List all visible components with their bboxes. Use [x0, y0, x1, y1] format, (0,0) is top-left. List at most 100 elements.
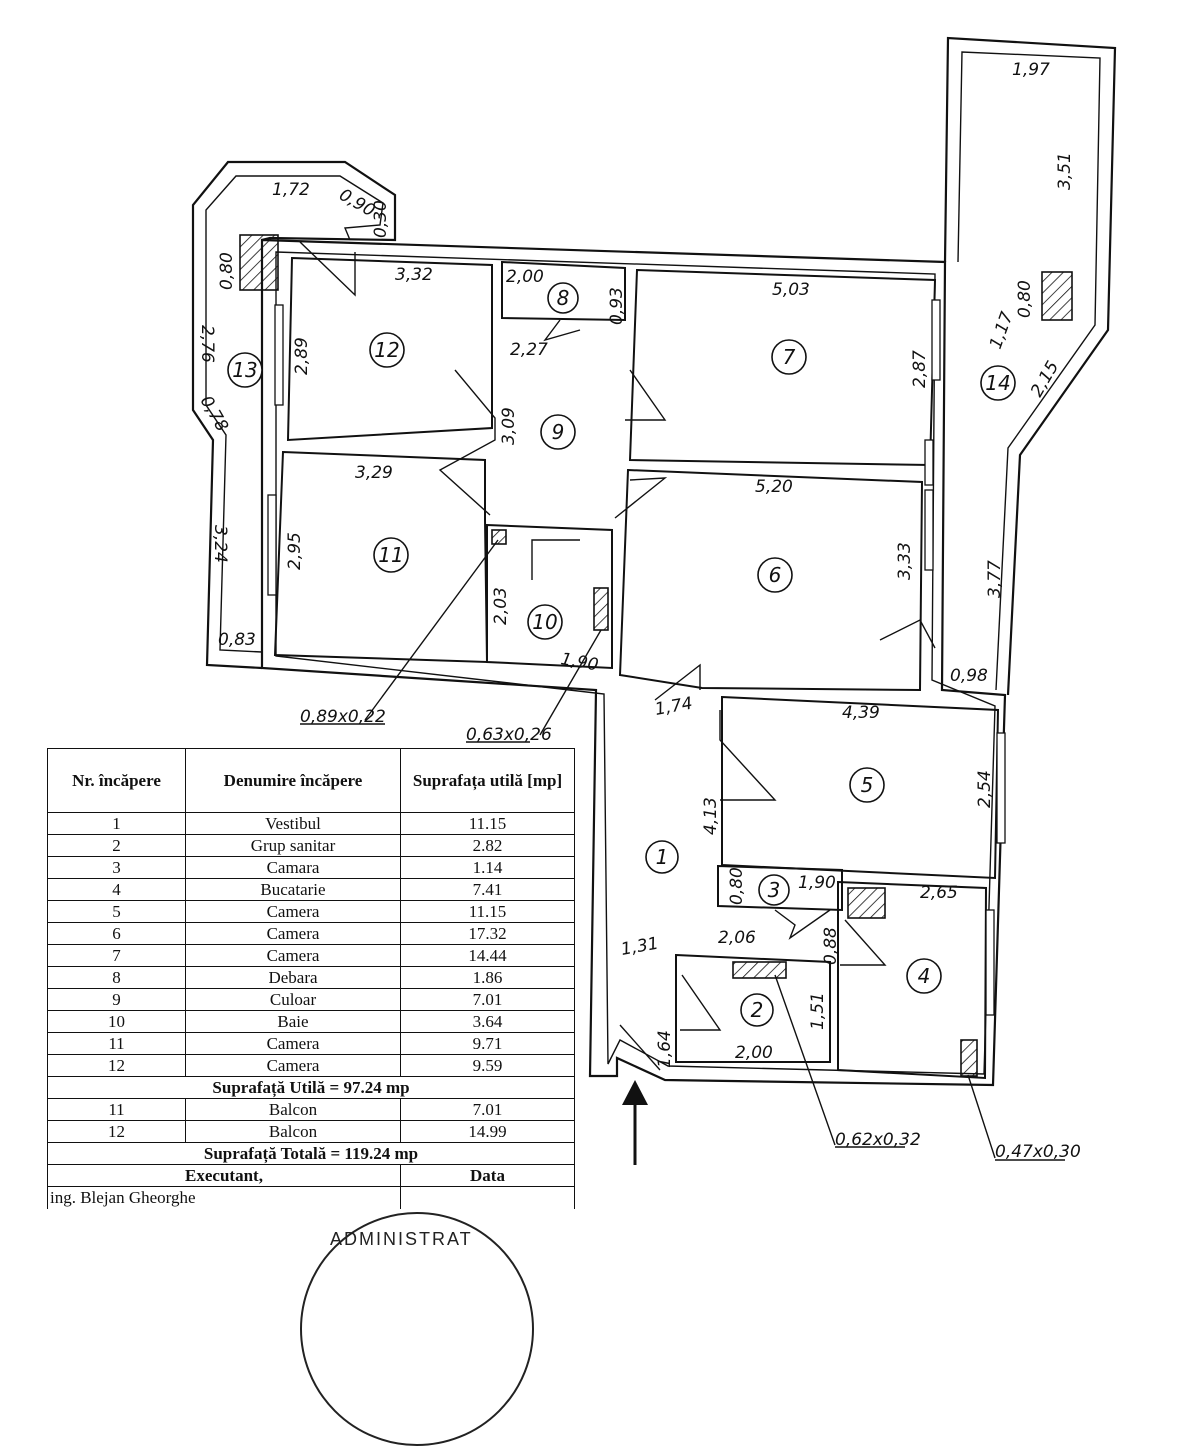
room-6-walls — [618, 468, 924, 692]
balcony-14-outline — [943, 36, 1117, 696]
room-4-walls — [837, 880, 988, 1080]
dimension-label: 1,51 — [808, 992, 828, 1030]
room-number-cell: 1 — [47, 812, 186, 835]
dimension-label: 3,51 — [1055, 152, 1075, 190]
room-number: 5 — [861, 773, 874, 797]
room-number: 10 — [532, 610, 557, 634]
dimension-label: 2,95 — [285, 532, 305, 570]
dimension-label: 4,39 — [842, 703, 880, 723]
room-3-walls — [717, 864, 843, 912]
dimension-label: 1,64 — [655, 1030, 675, 1068]
dimension-label: 4,13 — [701, 797, 721, 835]
room-name-cell: Balcon — [185, 1098, 401, 1121]
room-name-cell: Camara — [185, 856, 401, 879]
room-name-cell: Bucatarie — [185, 878, 401, 901]
floor-plan: 1 2 3 4 5 6 7 8 9 10 11 12 13 14 1,72 0,… — [191, 36, 1117, 1165]
dimension-label: 2,27 — [510, 340, 548, 360]
dimension-labels: 1,72 0,90 0,30 0,80 2,76 0,78 3,24 0,83 … — [196, 60, 1081, 1162]
room-name-cell: Balcon — [185, 1120, 401, 1143]
room-5-walls — [721, 695, 1000, 880]
dimension-label: 1,74 — [653, 694, 694, 720]
room-area-cell: 9.71 — [400, 1032, 575, 1055]
balcony-13-inner — [205, 175, 384, 653]
shaft-hatch — [847, 887, 886, 919]
balcony-14-inner — [957, 51, 1101, 691]
column-header: Suprafața utilă [mp] — [400, 748, 575, 813]
dimension-label: 0,30 — [371, 200, 391, 238]
room-area-cell: 17.32 — [400, 922, 575, 945]
dimension-label: 3,09 — [499, 407, 519, 445]
stamp-text: ADMINISTRAT — [330, 1229, 473, 1249]
dimension-label: 2,15 — [1027, 358, 1063, 401]
room-8-walls — [501, 260, 626, 322]
room-area-cell: 11.15 — [400, 812, 575, 835]
dimension-label: 0,80 — [217, 252, 237, 290]
dimension-label: 1,90 — [798, 873, 836, 893]
room-name-cell: Vestibul — [185, 812, 401, 835]
dimension-label: 5,20 — [755, 477, 793, 497]
dimension-label: 1,31 — [619, 934, 660, 960]
dimension-label: 0,98 — [950, 666, 988, 686]
dimension-label: 1,17 — [986, 309, 1018, 352]
leader-lines — [300, 539, 1065, 1161]
room-number-cell: 12 — [47, 1054, 186, 1077]
room-number: 13 — [232, 358, 257, 382]
room-area-cell: 14.99 — [400, 1120, 575, 1143]
dimension-label: 2,65 — [920, 883, 958, 903]
shaft-hatch — [593, 587, 609, 631]
window — [924, 439, 934, 486]
dimension-label: 0,63x0,26 — [466, 725, 552, 745]
column-header: Nr. încăpere — [47, 748, 186, 813]
dimension-label: 0,83 — [218, 630, 256, 650]
dimension-label: 0,47x0,30 — [995, 1142, 1081, 1162]
room-name-cell: Camera — [185, 944, 401, 967]
table-header-row: Nr. încăpere Denumire încăpere Suprafața… — [47, 748, 575, 813]
dimension-label: 2,00 — [735, 1043, 773, 1063]
dimension-label: 0,78 — [196, 393, 232, 436]
dimension-label: 3,29 — [355, 463, 393, 483]
room-name-cell: Camera — [185, 1032, 401, 1055]
room-area-cell: 7.01 — [400, 988, 575, 1011]
room-number-cell: 11 — [47, 1098, 186, 1121]
column-header: Denumire încăpere — [185, 748, 401, 813]
room-name-cell: Camera — [185, 900, 401, 923]
executant-name-row: ing. Blejan Gheorghe — [47, 1186, 575, 1209]
dimension-label: 2,06 — [718, 928, 756, 948]
dimension-label: 0,89x0,22 — [300, 707, 386, 727]
dimension-label: 1,90 — [559, 649, 600, 675]
grand-total-row: Suprafață Totală = 119.24 mp — [47, 1142, 575, 1165]
room-area-table: Nr. încăpere Denumire încăpere Suprafața… — [47, 748, 575, 1209]
room-name-cell: Culoar — [185, 988, 401, 1011]
room-name-cell: Baie — [185, 1010, 401, 1033]
room-area-cell: 2.82 — [400, 834, 575, 857]
room-number-cell: 8 — [47, 966, 186, 989]
shaft-hatch — [491, 529, 507, 545]
dimension-label: 2,76 — [197, 325, 217, 363]
dimension-label: 2,54 — [975, 770, 995, 808]
room-number-cell: 11 — [47, 1032, 186, 1055]
dimension-label: 0,80 — [727, 867, 747, 905]
balcony-13-outline — [191, 160, 397, 670]
dimension-label: 3,33 — [895, 542, 915, 580]
room-number-cell: 7 — [47, 944, 186, 967]
dimension-label: 2,03 — [491, 587, 511, 625]
dimension-label: 2,00 — [506, 267, 544, 287]
room-area-cell: 11.15 — [400, 900, 575, 923]
dimension-label: 2,87 — [910, 350, 930, 388]
dimension-label: 3,24 — [210, 525, 230, 563]
room-number: 11 — [378, 543, 403, 567]
executant-name: ing. Blejan Gheorghe — [47, 1186, 401, 1209]
date-label: Data — [400, 1164, 575, 1187]
dimension-label: 0,80 — [1015, 280, 1035, 318]
dimension-label: 5,03 — [772, 280, 810, 300]
